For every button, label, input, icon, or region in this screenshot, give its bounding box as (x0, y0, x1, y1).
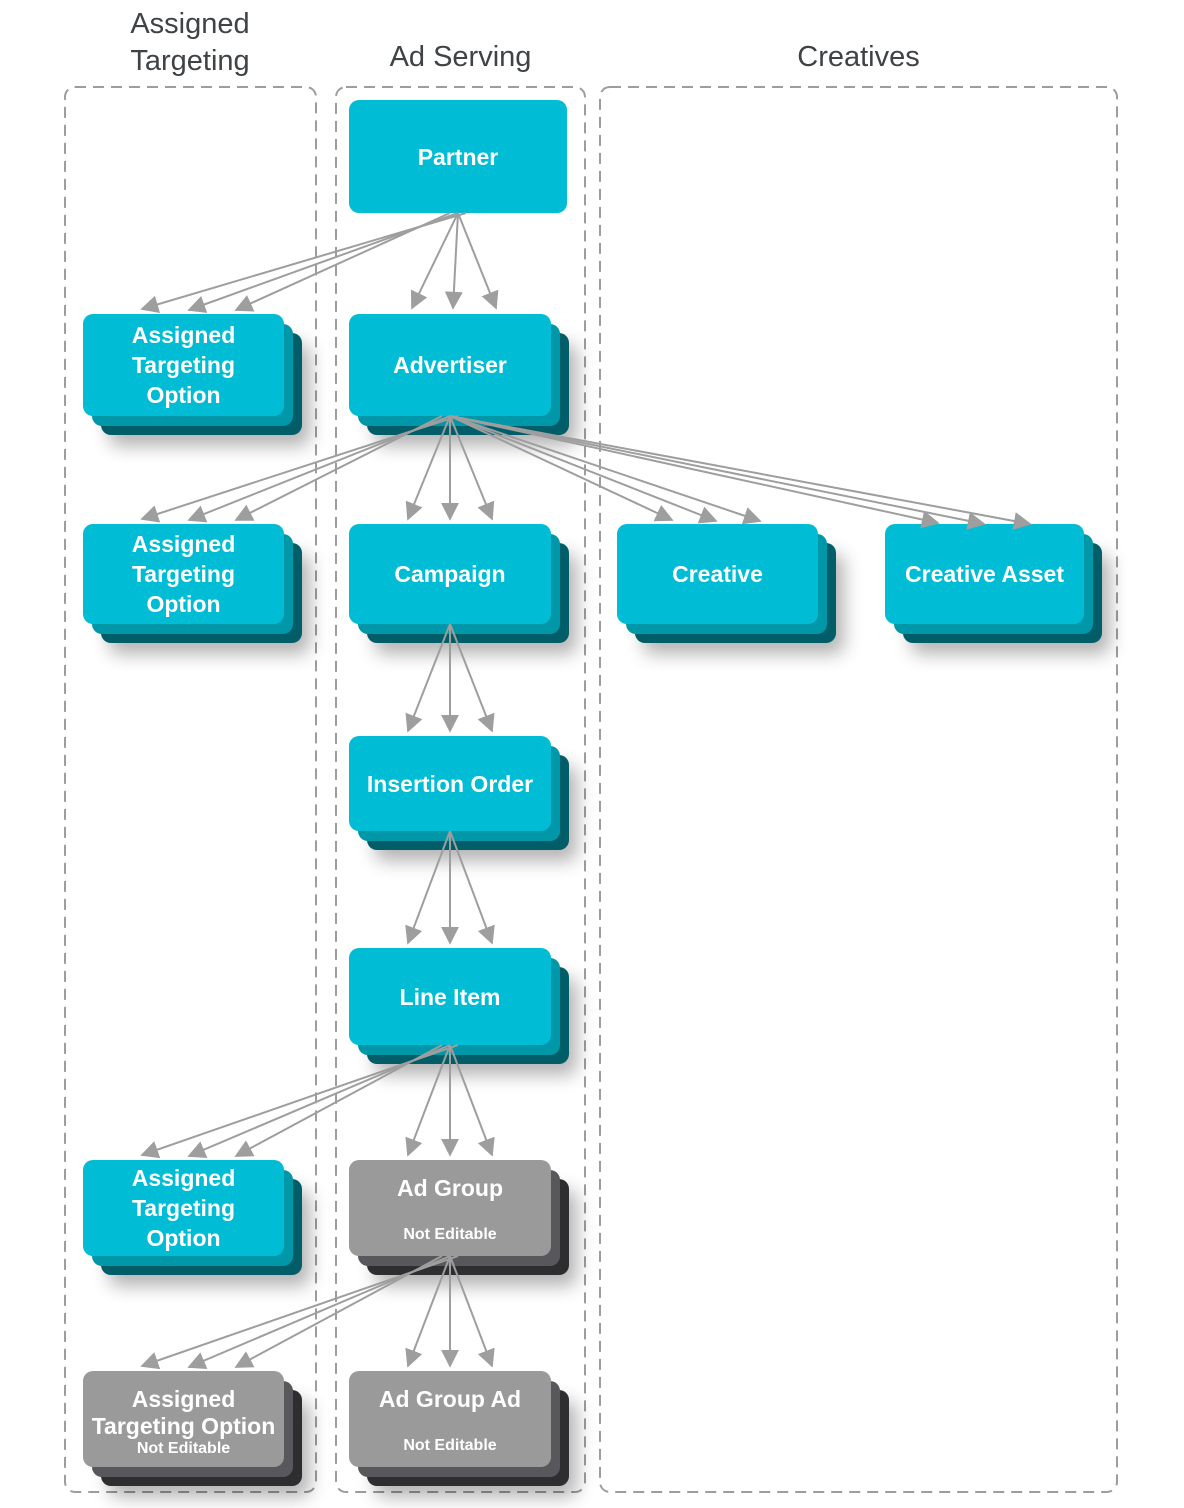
node-title: Assigned Targeting Option (131, 1165, 236, 1251)
node-insertion-order: Insertion Order (349, 736, 551, 831)
node-partner: Partner (349, 100, 567, 213)
node-title: Assigned Targeting Option (131, 531, 236, 617)
node-title: Ad Group (396, 1175, 504, 1201)
arrows-advertiser-to-creative (449, 415, 762, 525)
node-title: Line Item (399, 983, 501, 1010)
node-title: Advertiser (393, 352, 507, 378)
node-assigned-targeting-option-2: Assigned Targeting Option (83, 524, 284, 624)
arrows-ad-group-to-ad-group-ad (405, 1255, 495, 1368)
node-badge: Not Editable (403, 1226, 497, 1243)
arrows-ad-group-to-assigned-targeting-option-not-editable (140, 1255, 459, 1370)
node-title: Campaign (394, 561, 506, 587)
node-badge: Not Editable (136, 1440, 231, 1457)
creatives-column (599, 86, 1118, 1493)
arrows-partner-to-assigned-targeting-option (140, 212, 467, 314)
arrows-line-item-to-ad-group (405, 1044, 495, 1157)
node-title: Assigned Targeting Option (91, 1386, 276, 1439)
node-title: Insertion Order (366, 770, 534, 797)
arrows-advertiser-to-campaign (405, 415, 495, 521)
ad-serving-header: Ad Serving (389, 41, 532, 73)
node-assigned-targeting-option-not-editable: Assigned Targeting Option Not Editable (83, 1371, 284, 1467)
node-advertiser: Advertiser (349, 314, 551, 416)
node-badge: Not Editable (403, 1437, 497, 1454)
node-assigned-targeting-option-3: Assigned Targeting Option (83, 1160, 284, 1256)
arrows-partner-to-advertiser (410, 212, 499, 310)
arrows-campaign-to-insertion-order (405, 623, 495, 733)
node-title: Creative (672, 561, 763, 587)
arrows-insertion-order-to-line-item (405, 830, 495, 945)
node-title: Ad Group Ad (378, 1386, 522, 1412)
creatives-header: Creatives (797, 41, 920, 73)
arrows-advertiser-to-assigned-targeting-option (140, 415, 459, 523)
arrows-advertiser-to-creative-asset (449, 415, 1032, 530)
node-ad-group: Ad Group Not Editable (349, 1160, 551, 1256)
node-campaign: Campaign (349, 524, 551, 624)
node-ad-group-ad: Ad Group Ad Not Editable (349, 1371, 551, 1467)
node-title: Creative Asset (905, 561, 1064, 587)
node-creative-asset: Creative Asset (885, 524, 1084, 624)
assigned-targeting-header: Assigned Targeting (130, 8, 250, 77)
node-title: Partner (417, 143, 499, 170)
node-creative: Creative (617, 524, 818, 624)
arrows-line-item-to-assigned-targeting-option (140, 1044, 459, 1159)
assigned-targeting-column (64, 86, 317, 1493)
node-assigned-targeting-option-1: Assigned Targeting Option (83, 314, 284, 416)
node-title: Assigned Targeting Option (131, 322, 236, 408)
node-line-item: Line Item (349, 948, 551, 1045)
